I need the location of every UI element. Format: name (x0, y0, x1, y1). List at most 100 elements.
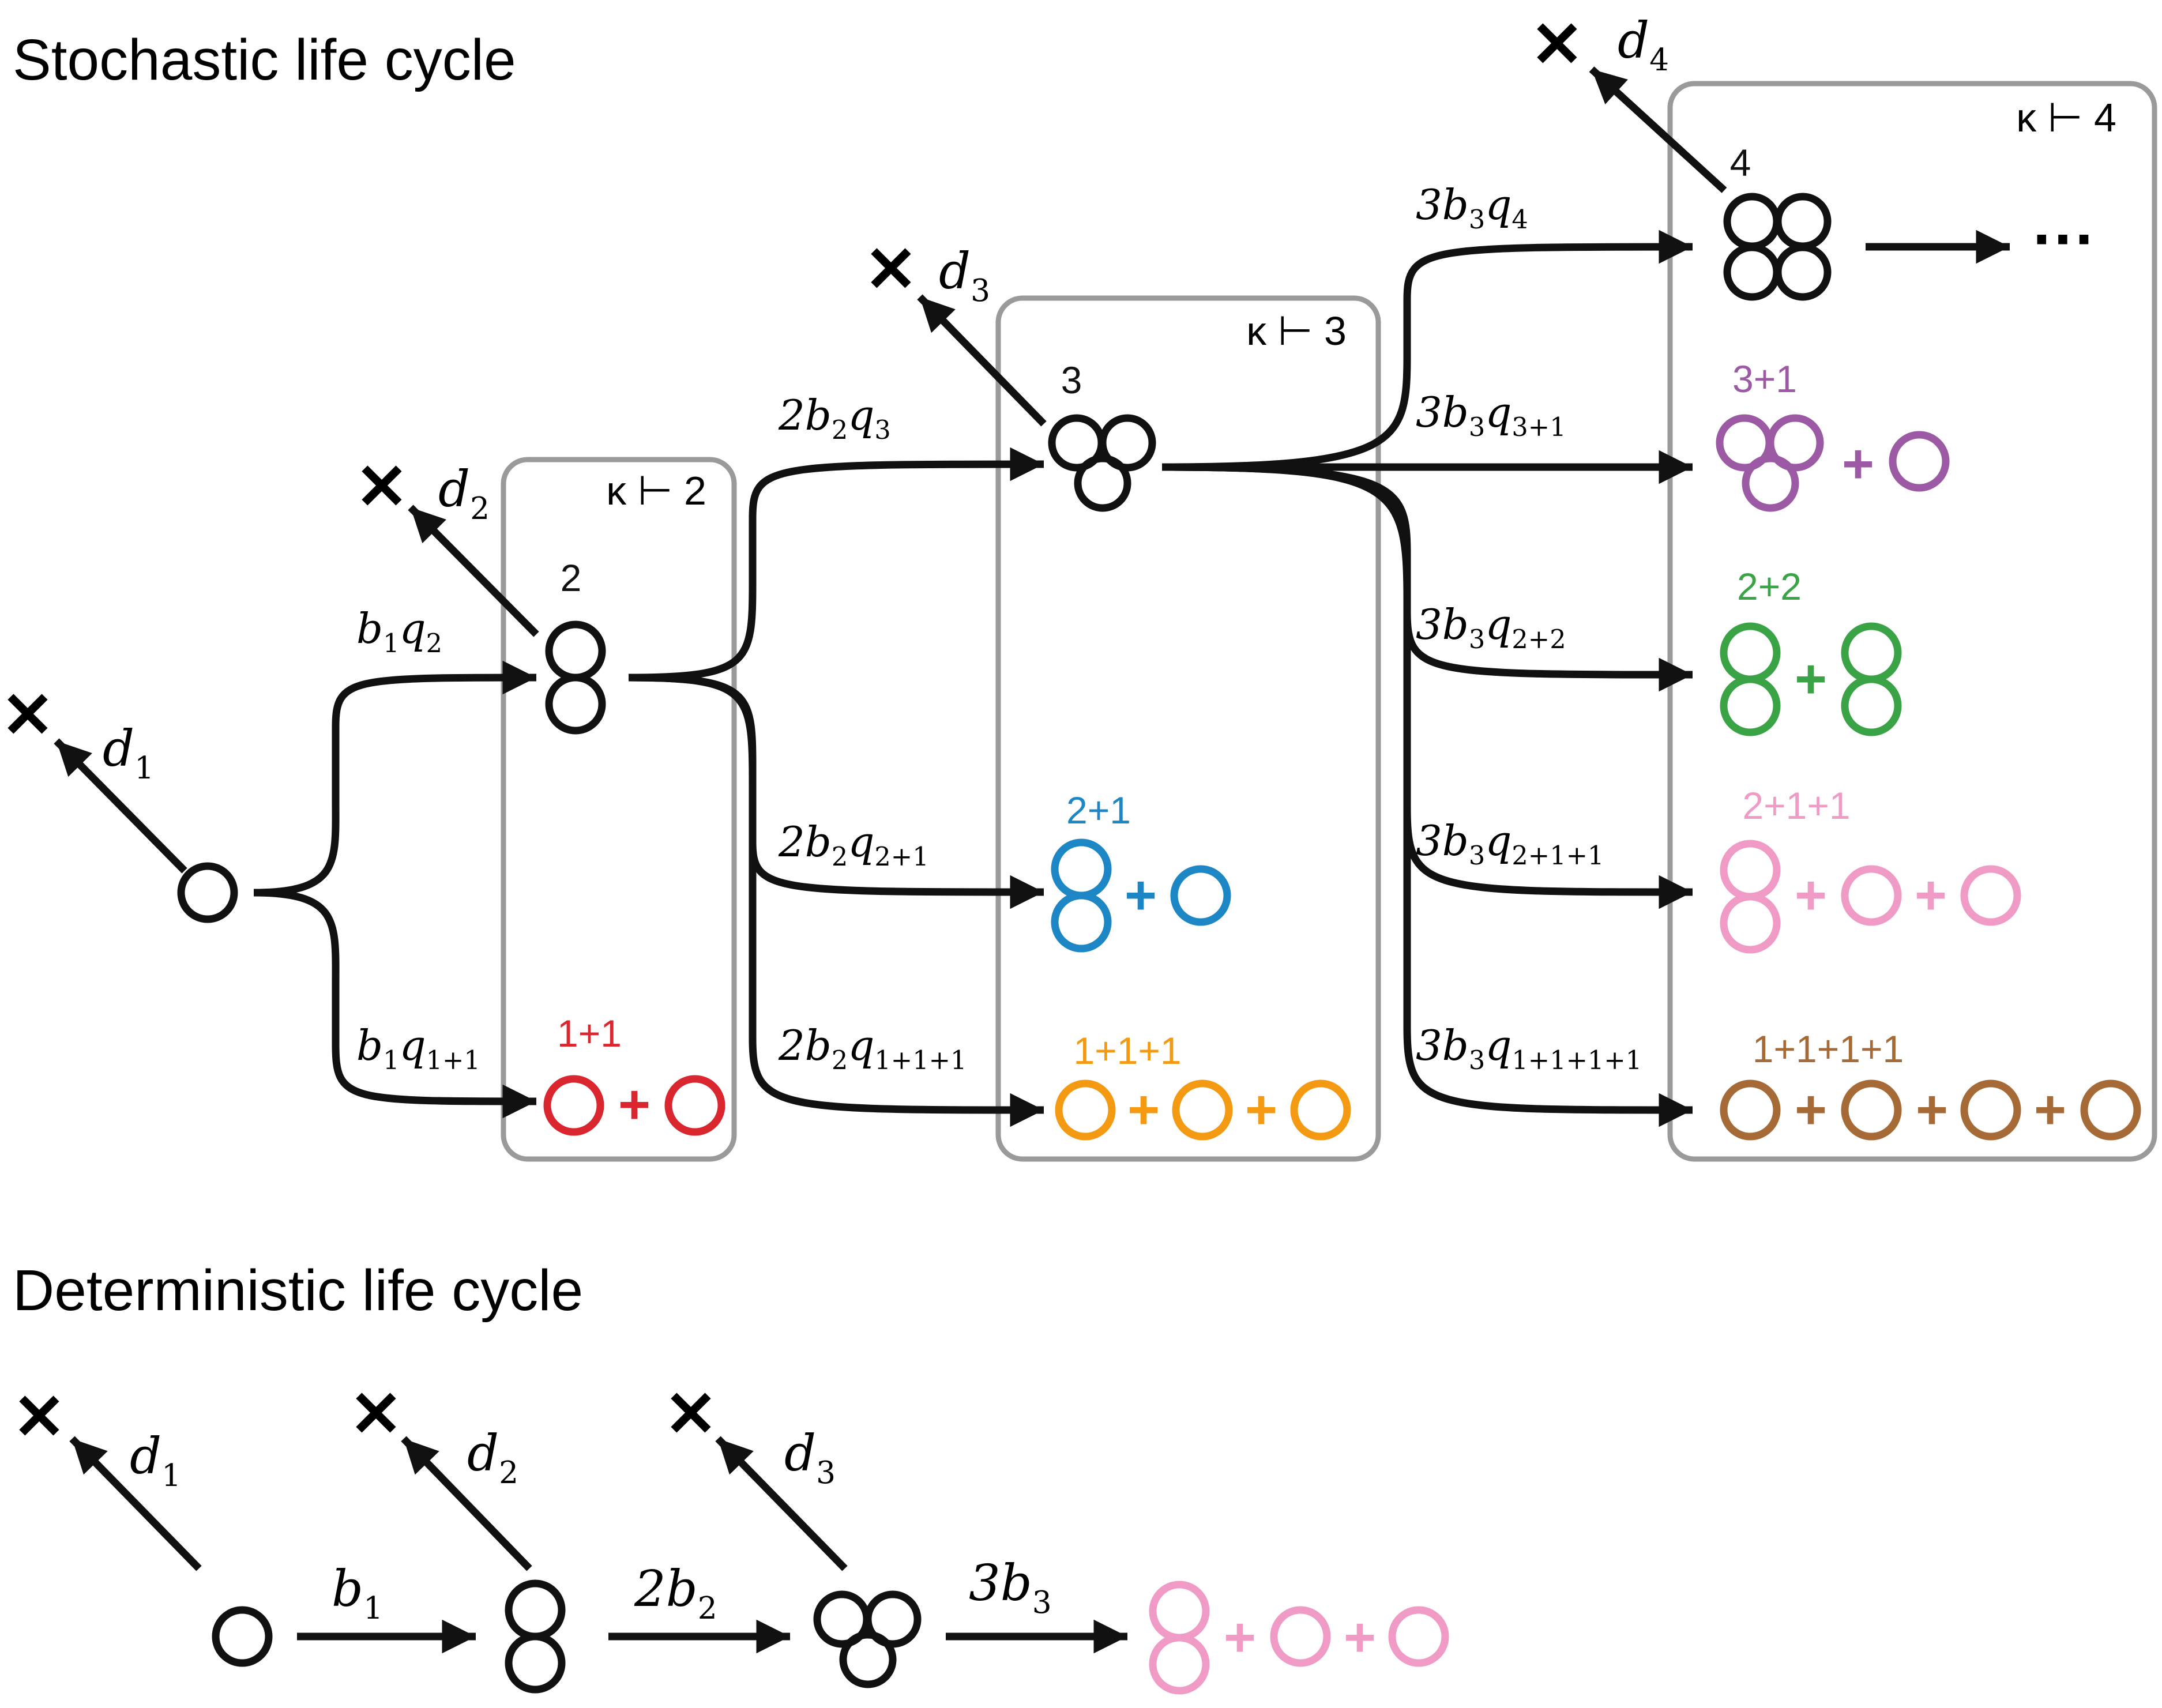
cell-1 (1893, 435, 1946, 488)
rate-b1q2: b1q2 (356, 604, 442, 659)
arrow-3-to-4 (1161, 230, 1693, 471)
size-label-2p1: 2+1 (1066, 789, 1131, 832)
plus-sign: + (1795, 648, 1827, 710)
size-label-2p1p1: 2+1+1 (1742, 784, 1850, 827)
cell-2 (549, 624, 602, 731)
det-rate-b1: b1 (332, 1560, 383, 1626)
death-rate-d4: d4 (1618, 12, 1669, 78)
plus-sign: + (1224, 1607, 1256, 1668)
size-label-1p1p1: 1+1+1 (1073, 1029, 1181, 1072)
cell-1 (1274, 1610, 1327, 1663)
partition-box-4: κ ⊢ 4 (1667, 81, 2157, 1162)
cell-1 (216, 1610, 269, 1663)
plus-sign: + (1915, 864, 1947, 926)
rate-3b3q31: 3b3q3+1 (1416, 388, 1566, 442)
cell-1 (1176, 1084, 1229, 1137)
det-death-rate-d3: d3 (784, 1425, 836, 1491)
partition-box-3-label: κ ⊢ 3 (1246, 309, 1347, 353)
rate-3b3q211: 3b3q2+1+1 (1416, 817, 1604, 871)
offspring-3p1: 3+1 + (1720, 358, 1946, 508)
plus-sign: + (2034, 1079, 2066, 1141)
cell-3 (1720, 418, 1820, 508)
rate-2b2q3: 2b2q3 (778, 391, 891, 445)
rate-3b3q1111: 3b3q1+1+1+1 (1416, 1021, 1642, 1075)
death-x-icon: ✕ (1531, 9, 1584, 80)
death-arrow-2: ✕ d2 (355, 452, 539, 637)
partition-box-2-label: κ ⊢ 2 (606, 468, 706, 513)
cell-2 (509, 1583, 562, 1690)
size-label-3p1: 3+1 (1732, 358, 1797, 400)
rate-2b2q21: 2b2q2+1 (778, 818, 929, 872)
cell-3 (817, 1594, 918, 1684)
det-death-arrow-1: ✕ d1 (13, 1382, 202, 1571)
plus-sign: + (1344, 1607, 1376, 1668)
size-label-4: 4 (1730, 141, 1751, 184)
plus-sign: + (1795, 1079, 1827, 1141)
rate-b1q11: b1q1+1 (356, 1021, 480, 1075)
cell-1 (1964, 869, 2017, 922)
cell-1 (1174, 869, 1227, 922)
rate-2b2q111: 2b2q1+1+1 (778, 1021, 967, 1075)
partition-box-4-label: κ ⊢ 4 (2016, 95, 2116, 140)
size-label-3: 3 (1061, 359, 1082, 401)
offspring-1p1p1: 1+1+1 + + (1059, 1029, 1347, 1141)
det-rate-2b2: 2b2 (634, 1560, 717, 1626)
cell-2 (1153, 1585, 1206, 1691)
plus-sign: + (618, 1074, 651, 1135)
cell-2 (1724, 844, 1777, 950)
plus-sign: + (1127, 1079, 1160, 1141)
rate-3b3q4: 3b3q4 (1416, 180, 1528, 235)
cell-4 (1727, 197, 1828, 297)
cell-1 (1294, 1084, 1347, 1137)
cell-1 (1845, 1084, 1898, 1137)
death-arrow-4: ✕ d4 (1531, 9, 1727, 193)
det-death-arrow-2: ✕ d2 (349, 1379, 532, 1571)
plus-sign: + (1245, 1079, 1277, 1141)
death-rate-d1: d1 (103, 720, 154, 786)
cell-1 (1059, 1084, 1112, 1137)
det-death-arrow-3: ✕ d3 (664, 1379, 848, 1571)
offspring-2p2: 2+2 + (1724, 565, 1898, 732)
cell-1 (547, 1079, 600, 1132)
plus-sign: + (1916, 1079, 1948, 1141)
death-arrow-1: ✕ d1 (1, 680, 187, 874)
size-label-2p2: 2+2 (1737, 565, 1802, 608)
arrow-3-to-1p1p1p1 (1161, 463, 1693, 1127)
death-x-icon: ✕ (1, 680, 54, 751)
arrow-2-to-3 (628, 447, 1044, 682)
size-label-1p1: 1+1 (557, 1012, 622, 1055)
rate-3b3q22: 3b3q2+2 (1416, 600, 1566, 654)
size-label-2: 2 (561, 556, 582, 599)
partition-box-2: κ ⊢ 2 (501, 457, 737, 1162)
cell-1 (668, 1079, 721, 1132)
cell-1 (1392, 1610, 1445, 1663)
death-x-icon: ✕ (864, 234, 918, 305)
arrow-1-to-2 (253, 660, 537, 897)
cell-1 (1724, 1084, 1777, 1137)
det-offspring-2p1p1: + + (1153, 1585, 1445, 1691)
cell-2 (1055, 842, 1108, 949)
death-rate-d3: d3 (939, 243, 990, 309)
det-rate-3b3: 3b3 (969, 1555, 1052, 1620)
death-x-icon: ✕ (13, 1382, 66, 1453)
plus-sign: + (1125, 864, 1157, 926)
cell-3 (1052, 418, 1152, 508)
transition-arrows (253, 230, 2010, 1127)
stochastic-heading: Stochastic life cycle (13, 28, 516, 92)
cell-2 (1845, 626, 1898, 732)
cell-1 (181, 866, 234, 919)
arrow-2-to-1p1p1 (628, 674, 1044, 1127)
continuation-dots: ··· (2033, 204, 2096, 274)
deterministic-heading: Deterministic life cycle (13, 1258, 583, 1323)
death-x-icon: ✕ (664, 1379, 717, 1450)
death-x-icon: ✕ (355, 452, 408, 522)
cell-2 (1724, 626, 1777, 732)
cell-1 (1845, 869, 1898, 922)
partition-box-3: κ ⊢ 3 (995, 295, 1381, 1162)
cell-1 (1964, 1084, 2017, 1137)
death-x-icon: ✕ (349, 1379, 403, 1450)
plus-sign: + (1795, 864, 1827, 926)
offspring-2p1p1: 2+1+1 + + (1724, 784, 2017, 950)
size-label-1p1p1p1: 1+1+1+1 (1753, 1028, 1904, 1070)
